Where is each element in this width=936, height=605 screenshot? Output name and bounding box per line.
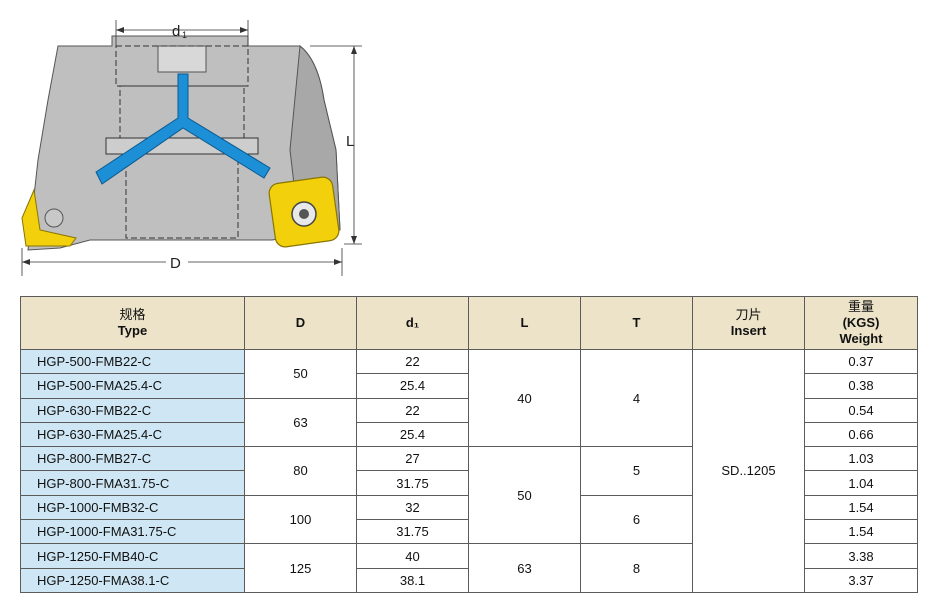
- dim-d1-label: d: [172, 23, 180, 40]
- cell-weight: 0.37: [804, 348, 918, 375]
- cell-L: 40: [468, 348, 581, 448]
- cell-T: 5: [580, 446, 693, 496]
- cell-d1: 32: [356, 494, 469, 521]
- header-D: D: [244, 296, 357, 350]
- cell-weight: 1.03: [804, 446, 918, 472]
- dim-L-label: L: [346, 133, 354, 150]
- header-weight: 重量(KGS)Weight: [804, 296, 918, 350]
- cell-L: 63: [468, 543, 581, 593]
- cell-d1: 31.75: [356, 470, 469, 496]
- cell-D: 80: [244, 446, 357, 496]
- cell-d1: 40: [356, 543, 469, 569]
- cell-D: 50: [244, 349, 357, 399]
- cell-weight: 0.38: [804, 373, 918, 399]
- cell-T: 4: [580, 348, 693, 448]
- cell-d1: 25.4: [356, 373, 469, 399]
- table-row: HGP-800-FMA31.75-C 31.75 1.04: [20, 470, 918, 496]
- coolant-channel: [95, 73, 271, 185]
- cell-type: HGP-630-FMB22-C: [20, 397, 245, 423]
- header-L: L: [468, 296, 581, 350]
- dim-D-label: D: [170, 255, 181, 272]
- cell-d1: 27: [356, 446, 469, 472]
- cell-insert: SD..1205: [692, 349, 805, 593]
- cell-d1: 38.1: [356, 567, 469, 593]
- table-row: HGP-1250-FMA38.1-C 38.1 3.37: [20, 567, 918, 593]
- cell-weight: 0.66: [804, 421, 918, 448]
- cell-d1: 31.75: [356, 519, 469, 545]
- table-row: HGP-500-FMB22-C 50 22 40 4 SD..1205 0.37: [20, 348, 918, 593]
- dim-d1-subscript: 1: [182, 30, 187, 40]
- cell-weight: 1.54: [804, 519, 918, 545]
- cell-weight: 1.54: [804, 494, 918, 521]
- cutter-drawing: d 1 L D: [21, 20, 362, 276]
- cell-D: 125: [244, 543, 357, 593]
- cell-D: 63: [244, 397, 357, 448]
- table-row: HGP-630-FMB22-C 63 22 0.54: [20, 397, 918, 448]
- cell-type: HGP-500-FMA25.4-C: [20, 373, 245, 399]
- cell-d1: 22: [356, 348, 469, 375]
- cell-type: HGP-1250-FMB40-C: [20, 543, 245, 569]
- cell-L: 50: [468, 446, 581, 545]
- cell-type: HGP-500-FMB22-C: [20, 348, 245, 375]
- table-row: HGP-800-FMB27-C 80 27 50 5 1.03: [20, 446, 918, 545]
- cell-type: HGP-1000-FMA31.75-C: [20, 519, 245, 545]
- cell-d1: 25.4: [356, 421, 469, 448]
- table-row: HGP-630-FMA25.4-C 25.4 0.66: [20, 421, 918, 448]
- cell-T: 8: [580, 543, 693, 593]
- header-T: T: [580, 296, 693, 350]
- cell-type: HGP-800-FMB27-C: [20, 446, 245, 472]
- cell-d1: 22: [356, 397, 469, 423]
- cell-T: 6: [580, 494, 693, 545]
- insert-left: [21, 188, 77, 247]
- cell-type: HGP-1250-FMA38.1-C: [20, 567, 245, 593]
- cell-weight: 3.38: [804, 543, 918, 569]
- cell-type: HGP-630-FMA25.4-C: [20, 421, 245, 448]
- cell-weight: 0.54: [804, 397, 918, 423]
- cell-weight: 3.37: [804, 567, 918, 593]
- cell-weight: 1.04: [804, 470, 918, 496]
- cell-type: HGP-800-FMA31.75-C: [20, 470, 245, 496]
- cell-D: 100: [244, 494, 357, 545]
- cell-type: HGP-1000-FMB32-C: [20, 494, 245, 521]
- table-row: HGP-500-FMA25.4-C 25.4 0.38: [20, 373, 918, 399]
- header-d1: d₁: [356, 296, 469, 350]
